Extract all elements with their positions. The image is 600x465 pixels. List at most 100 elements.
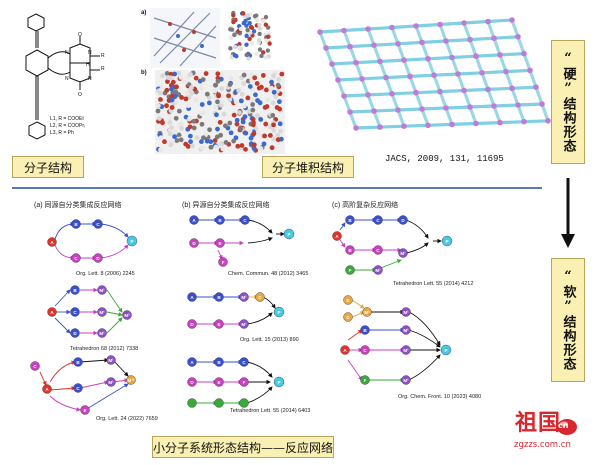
network-node-label: M¹² [128,378,135,383]
packing-atom [279,71,285,77]
grid-link [480,72,490,90]
packing-atom [250,102,256,107]
packing-atom [215,126,220,132]
network-node-label: M² [124,313,130,318]
network-node-p [440,344,452,356]
grid-link [385,74,411,80]
network-edge [100,223,129,238]
packing-atom [213,82,219,88]
grid-link [540,103,550,122]
packing-atom [174,84,179,90]
soft-structural-form-label: “软”结构形态 [551,258,585,382]
packing-atom [257,31,262,37]
packing-atom [186,103,191,109]
packing-atom [237,42,242,47]
grid-node [485,18,491,25]
packing-atom [249,72,254,78]
packing-atom [158,97,163,102]
packing-atom [176,108,182,114]
grid-node [479,70,485,76]
grid-link [367,92,393,97]
network-node-b [70,285,80,295]
network-node-c [93,219,103,229]
network-node-label: E [83,408,86,413]
atom-r-bottom: R [101,66,105,72]
packing-atom [271,128,277,133]
packing-atom [232,44,238,50]
network-edge [405,242,429,254]
network-node-label: C [96,222,100,227]
packing-atom [258,117,264,122]
grid-node [365,92,371,98]
network-edge [347,329,363,341]
network-node-label: A [192,218,196,223]
grid-link [487,86,513,91]
grid-node [317,29,323,35]
grid-link [523,119,549,124]
network-node-label: D [401,218,405,223]
network-node-label: C [33,364,37,369]
grid-link [522,53,532,71]
packing-atom [244,52,249,58]
network-edge [49,386,76,391]
packing-atom [236,88,241,93]
grid-node [515,102,521,108]
packing-atom [215,71,221,77]
packing-atom [255,98,261,103]
packing-atom [221,111,227,117]
grid-node [467,36,473,43]
packing-atom [219,99,225,105]
packing-atom [271,136,277,142]
network-edge [49,395,81,412]
packing-atom [240,119,246,125]
network-node-c [239,357,249,367]
packing-atom [228,130,234,136]
network-node-c [373,215,383,225]
grid-link [438,91,448,109]
packing-atom [252,75,258,81]
packing-atom [257,26,262,31]
grid-link [354,62,364,80]
ref-b1: Chem. Commun. 48 (2012) 3465 [228,271,309,277]
network-node-label: C [76,386,80,391]
grid-link [342,95,352,113]
network-node-label: C [258,295,262,300]
grid-node [437,88,443,95]
packing-atom [239,143,245,148]
grid-node [401,123,407,129]
grid-link [420,41,430,60]
grid-link [337,77,363,82]
packing-atom [228,46,233,51]
packing-atom [213,104,219,110]
grid-link [469,36,495,42]
network-edge [106,317,123,334]
network-edge [54,317,71,334]
packing-atom [261,141,267,147]
network-node-label: E [218,241,221,246]
ligand-label-l1: L1, R = COOEt [50,116,84,122]
packing-atom [238,98,244,104]
network-node-m1 [401,345,411,355]
grid-link [366,28,376,46]
packing-atom [273,94,279,100]
network-node-label: C [73,310,77,315]
packing-atom [275,82,281,88]
network-node-b [214,292,224,302]
ligand-label-l3: L3, R = Ph [50,130,74,136]
packing-atom [214,112,219,118]
network-edge [84,383,129,411]
packing-atom [155,108,161,114]
grid-node [365,26,371,32]
grid-node [509,85,515,92]
packing-atom [232,32,237,38]
grid-link [372,44,382,62]
network-edge [339,222,346,231]
network-node-a [332,231,342,241]
network-edge [380,259,402,269]
grid-link [349,109,375,114]
grid-link [397,40,423,46]
packing-atom [251,146,257,151]
packing-atom [267,133,273,138]
packing-atom [238,26,244,32]
ligand-structure-drawing [25,13,100,140]
